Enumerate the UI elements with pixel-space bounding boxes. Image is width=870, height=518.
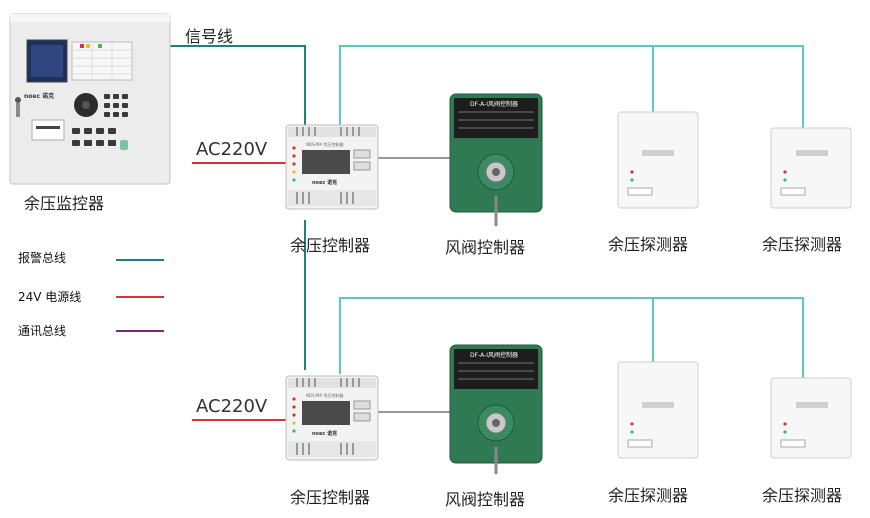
damper-controller-bottom: DF-A-I风阀控制器 (449, 344, 543, 474)
pressure-detector-top-2 (770, 127, 852, 209)
legend-label-alarm: 报警总线 (18, 251, 67, 265)
monitor-cabinet: noec 诺克 (9, 13, 171, 185)
controller-label-top: 余压控制器 (290, 236, 371, 255)
controller-label-bottom: 余压控制器 (290, 488, 371, 507)
svg-text:noec 诺克: noec 诺克 (312, 179, 337, 186)
printer-slot (31, 119, 65, 141)
svg-text:NDS-MA 余压控制器: NDS-MA 余压控制器 (306, 392, 344, 398)
key-lock-icon (15, 97, 21, 103)
legend-line-comm (116, 330, 164, 332)
pressure-controller-top: NDS-MA 余压控制器 noec 诺克 (285, 124, 379, 210)
damper-label-bottom: 风阀控制器 (445, 490, 526, 509)
legend-line-alarm (116, 259, 164, 261)
legend-label-power: 24V 电源线 (18, 290, 82, 304)
damper-label-top: 风阀控制器 (445, 238, 526, 257)
svg-text:NDS-MA 余压控制器: NDS-MA 余压控制器 (306, 141, 344, 147)
pressure-detector-top-1 (617, 111, 699, 209)
legend-line-power (116, 296, 164, 298)
signal-line (170, 45, 306, 125)
wires (170, 45, 804, 421)
svg-text:noec 诺克: noec 诺克 (312, 430, 337, 437)
monitor-label: 余压监控器 (24, 194, 105, 213)
svg-text:DF-A-I风阀控制器: DF-A-I风阀控制器 (470, 351, 518, 359)
damper-controller-top: DF-A-I风阀控制器 (449, 93, 543, 226)
pressure-detector-bottom-1 (617, 361, 699, 459)
detector-label-top-1: 余压探测器 (608, 235, 689, 254)
bus-bottom (339, 297, 804, 378)
power-label-bottom: AC220V (196, 396, 268, 417)
pressure-controller-bottom: NDS-MA 余压控制器 noec 诺克 (285, 375, 379, 461)
monitor-logo: noec 诺克 (24, 92, 54, 100)
keypad (72, 94, 128, 150)
signal-line-label: 信号线 (185, 27, 234, 46)
monitor-status-panel (71, 41, 133, 81)
power-label-top: AC220V (196, 139, 268, 160)
svg-text:DF-A-I风阀控制器: DF-A-I风阀控制器 (470, 100, 518, 108)
controller-display (302, 150, 350, 174)
detector-label-bottom-2: 余压探测器 (762, 486, 843, 505)
pressure-detector-bottom-2 (770, 377, 852, 459)
bus-top (339, 45, 804, 128)
legend-label-comm: 通讯总线 (18, 324, 67, 338)
detector-label-top-2: 余压探测器 (762, 235, 843, 254)
detector-label-bottom-1: 余压探测器 (608, 486, 689, 505)
